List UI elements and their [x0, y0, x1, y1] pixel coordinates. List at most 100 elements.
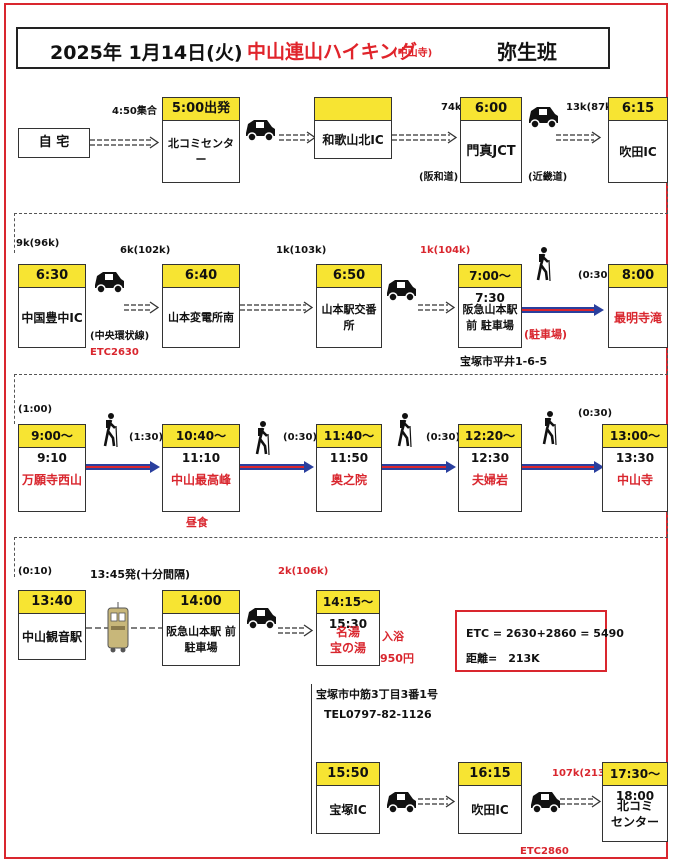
train-departure: 13:45発(十分間隔)	[90, 568, 191, 581]
car-icon	[387, 280, 416, 302]
kannon-name: 中山観音駅	[18, 614, 86, 660]
yamamoto-time: 6:40	[162, 264, 240, 288]
node-takara-no-yu: 14:15～15:30 名湯 宝の湯	[316, 590, 380, 666]
station-time: 7:00～7:30	[458, 264, 522, 305]
double-arrow	[240, 301, 314, 314]
node-kadoma-jct: 6:00 門真JCT	[460, 97, 522, 183]
saikoho-name: 中山最高峰	[162, 448, 240, 512]
node-nakayamadera: 13:00～13:30 中山寺	[602, 424, 668, 512]
okuno-name: 奥之院	[316, 448, 382, 512]
onsen-name-line2: 宝の湯	[329, 640, 366, 655]
double-arrow	[560, 795, 602, 808]
onsen-name-line1: 名湯	[335, 624, 360, 639]
suita-name: 吹田IC	[608, 121, 668, 183]
branch-connector	[311, 684, 312, 834]
node-saikoho: 10:40～11:10 中山最高峰	[162, 424, 240, 512]
double-arrow	[124, 301, 160, 314]
row-connector	[667, 350, 668, 374]
station-name: 阪急山本駅 前 駐車場	[458, 288, 522, 348]
kita2-time: 17:30～18:00	[602, 762, 668, 803]
suita2-time: 16:15	[458, 762, 522, 786]
distance-1: 1k(103k)	[276, 245, 327, 256]
onsen-phone: TEL0797-82-1126	[324, 708, 432, 721]
yamamoto2-time: 14:00	[162, 590, 240, 614]
station-name-line2: 前 駐車場	[466, 318, 514, 332]
parking-label: (駐車場)	[524, 328, 568, 341]
node-takarazuka-ic: 15:50 宝塚IC	[316, 762, 380, 834]
total-distance: 距離= 213K	[466, 652, 540, 665]
walk-route-arrow	[86, 461, 160, 473]
node-meotoiwa: 12:20～12:30 夫婦岩	[458, 424, 522, 512]
kadoma-time: 6:00	[460, 97, 522, 121]
kita-name: 北コミセンター	[162, 121, 240, 183]
double-arrow	[556, 131, 602, 144]
walk-route-arrow	[240, 461, 314, 473]
bath-price: 950円	[380, 652, 414, 665]
kannon-time: 13:40	[18, 590, 86, 614]
distance-107: 107k(213k)	[552, 768, 617, 779]
takarazuka-name: 宝塚IC	[316, 786, 380, 834]
double-arrow	[279, 131, 317, 144]
car-icon	[529, 107, 558, 129]
walk-route-arrow	[522, 304, 604, 316]
meoto-name: 夫婦岩	[458, 448, 522, 512]
suita2-name: 吹田IC	[458, 786, 522, 834]
row-divider	[14, 537, 668, 538]
hiker-icon	[103, 413, 118, 448]
bath-label: 入浴	[382, 630, 404, 643]
yamamoto2-name-line1: 阪急山本駅 前	[166, 624, 236, 638]
lunch-label: 昼食	[186, 516, 208, 529]
double-arrow	[418, 301, 456, 314]
walk-1-30: (1:30)	[129, 432, 164, 443]
hanwa-label: (阪和道)	[419, 172, 459, 183]
nakayama-name: 中山寺	[602, 448, 668, 512]
car-icon	[95, 272, 124, 294]
node-nakayama-kannon-station: 13:40 中山観音駅	[18, 590, 86, 660]
okuno-time: 11:40～11:50	[316, 424, 382, 465]
row-connector	[667, 183, 668, 213]
walk-route-arrow	[522, 461, 604, 473]
kita2-name-line2: センター	[610, 814, 659, 829]
wakayama-time-empty	[314, 97, 392, 121]
trip-date: 2025年 1月14日(火)	[50, 42, 243, 64]
node-toyonaka-ic: 6:30 中国豊中IC	[18, 264, 86, 348]
node-kita-community: 5:00出発 北コミセンター	[162, 97, 240, 183]
etc-2860: ETC2860	[520, 846, 569, 857]
double-arrow	[90, 136, 160, 149]
suita-time: 6:15	[608, 97, 668, 121]
kita-time: 5:00出発	[162, 97, 240, 121]
station-address: 宝塚市平井1-6-5	[460, 355, 548, 368]
saikoho-time: 10:40～11:10	[162, 424, 240, 465]
distance-74: 74k	[441, 102, 462, 113]
yamamoto2-name: 阪急山本駅 前 駐車場	[162, 614, 240, 666]
kinki-label: (近畿道)	[528, 172, 568, 183]
node-yamamoto-substation: 6:40 山本変電所南	[162, 264, 240, 348]
manganji-time: 9:00～9:10	[18, 424, 86, 465]
station-name-line1: 阪急山本駅	[462, 302, 518, 316]
koban-name: 山本駅交番所	[316, 288, 382, 348]
node-suita-ic-return: 16:15 吹田IC	[458, 762, 522, 834]
node-okunoin: 11:40～11:50 奥之院	[316, 424, 382, 512]
distance-2: 2k(106k)	[278, 566, 329, 577]
walk-route-arrow	[382, 461, 456, 473]
row-connector	[667, 512, 668, 537]
walk-0-10: (0:10)	[18, 566, 53, 577]
row-connector	[14, 213, 15, 253]
etc-2630: ETC2630	[90, 347, 139, 358]
node-manganji: 9:00～9:10 万願寺西山	[18, 424, 86, 512]
trip-subtitle: (中山寺)	[393, 48, 433, 59]
row-divider	[14, 374, 668, 375]
wakayama-name: 和歌山北IC	[314, 121, 392, 159]
car-icon	[247, 608, 276, 630]
kita2-name-line1: 北コミ	[616, 798, 653, 813]
yamamoto-name: 山本変電所南	[162, 288, 240, 348]
hiker-icon	[542, 411, 557, 446]
toyonaka-name: 中国豊中IC	[18, 288, 86, 348]
toyonaka-time: 6:30	[18, 264, 86, 288]
home-box: 自 宅	[18, 128, 90, 158]
etc-total: ETC = 2630+2860 = 5490	[466, 627, 624, 640]
onsen-time: 14:15～15:30	[316, 590, 380, 631]
etc-summary-box	[455, 610, 607, 672]
row-divider	[14, 213, 668, 214]
trip-title: 中山連山ハイキング	[247, 41, 418, 63]
